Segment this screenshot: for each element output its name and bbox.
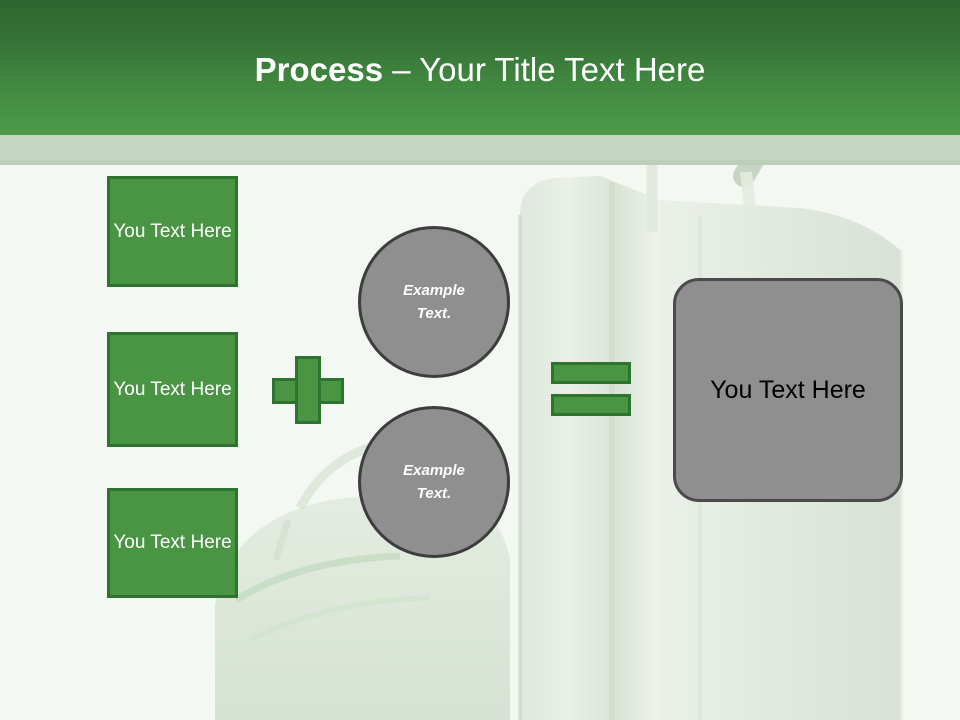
plus-icon	[272, 356, 344, 424]
example-circle-1[interactable]: Example Text.	[358, 226, 510, 378]
page-title-rest: – Your Title Text Here	[383, 51, 706, 88]
input-box-1[interactable]: You Text Here	[107, 176, 238, 287]
input-box-2[interactable]: You Text Here	[107, 332, 238, 447]
result-box-label: You Text Here	[710, 375, 866, 404]
equals-icon-bottom-bar	[551, 394, 631, 416]
slide-header-band	[0, 0, 960, 135]
equals-icon-top-bar	[551, 362, 631, 384]
example-circle-2[interactable]: Example Text.	[358, 406, 510, 558]
example-circle-2-line2: Text.	[416, 485, 452, 502]
example-circle-2-line1: Example	[403, 462, 465, 479]
input-box-2-label: You Text Here	[113, 378, 232, 400]
header-accent-band-shadow	[0, 160, 960, 165]
page-title: Process – Your Title Text Here	[0, 50, 960, 90]
page-title-bold: Process	[254, 51, 384, 88]
input-box-3[interactable]: You Text Here	[107, 488, 238, 598]
example-circle-1-line1: Example	[403, 282, 465, 299]
result-box[interactable]: You Text Here	[673, 278, 903, 502]
plus-icon-center	[298, 381, 318, 401]
input-box-1-label: You Text Here	[113, 220, 232, 242]
input-box-3-label: You Text Here	[113, 532, 232, 553]
example-circle-1-line2: Text.	[416, 305, 452, 322]
